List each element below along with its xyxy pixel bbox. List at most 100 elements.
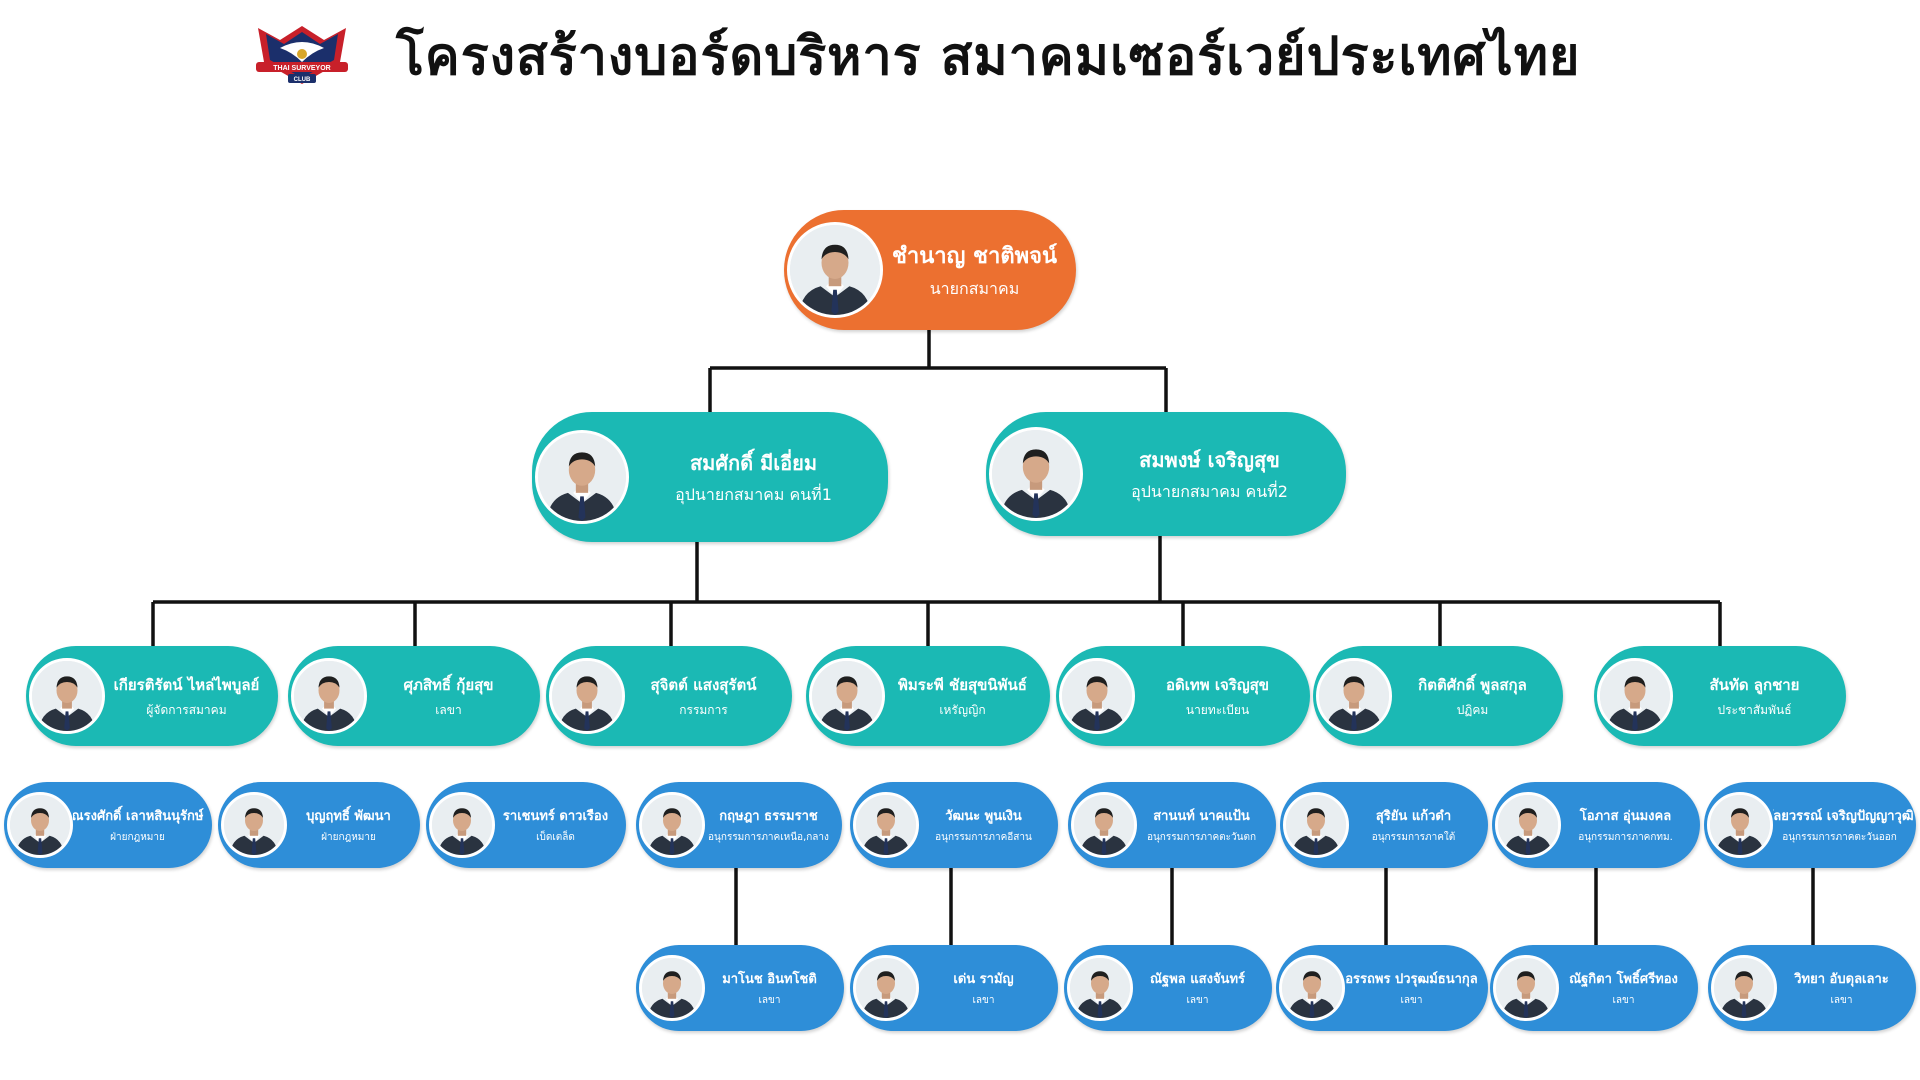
member-role: ประชาสัมพันธ์	[1717, 702, 1792, 717]
org-node-secretary-east[interactable]: วิทยา อับดุลเลาะเลขา	[1708, 945, 1916, 1031]
member-name: สมพงษ์ เจริญสุข	[1139, 447, 1280, 472]
person-photo	[1495, 792, 1561, 858]
person-photo	[1316, 658, 1392, 734]
member-name: สุจิตต์ แสงสุรัตน์	[650, 675, 757, 694]
member-name: ณรงศักดิ์ เลาหสินนุรักษ์	[73, 809, 204, 824]
person-photo	[639, 792, 705, 858]
org-node-secretary-south[interactable]: อรรถพร ปวรุฒม์ธนากุลเลขา	[1276, 945, 1488, 1031]
person-photo	[429, 792, 495, 858]
member-name: ณัฐพล แสงจันทร์	[1149, 972, 1245, 987]
svg-text:THAI SURVEYOR: THAI SURVEYOR	[273, 65, 330, 72]
member-name: เกียรติรัตน์ ไหล่ไพบูลย์	[113, 675, 260, 694]
member-name: อรรถพร ปวรุฒม์ธนากุล	[1345, 972, 1478, 987]
person-photo	[7, 792, 73, 858]
org-node-reception[interactable]: กิตติศักดิ์ พูลสกุลปฏิคม	[1313, 646, 1563, 746]
org-node-region-northeast[interactable]: วัฒนะ พูนเงินอนุกรรมการภาคอีสาน	[850, 782, 1058, 868]
org-node-region-south[interactable]: สุริยัน แก้วดำอนุกรรมการภาคใต้	[1280, 782, 1488, 868]
member-name: อดิเทพ เจริญสุข	[1165, 675, 1270, 694]
member-name: บุญฤทธิ์ พัฒนา	[306, 809, 391, 824]
org-node-secretary-bangkok[interactable]: ณัฐกิตา โพธิ์ศรีทองเลขา	[1490, 945, 1698, 1031]
org-node-manager[interactable]: เกียรติรัตน์ ไหล่ไพบูลย์ผู้จัดการสมาคม	[26, 646, 278, 746]
person-photo	[1597, 658, 1673, 734]
member-name: สุริยัน แก้วดำ	[1375, 809, 1452, 824]
person-photo	[1071, 792, 1137, 858]
person-photo	[787, 222, 883, 318]
page-title: โครงสร้างบอร์ดบริหาร สมาคมเซอร์เวย์ประเท…	[396, 27, 1581, 87]
member-name: กิตติศักดิ์ พูลสกุล	[1418, 675, 1527, 694]
org-node-secretary-north-central[interactable]: มาโนช อินทโชติเลขา	[636, 945, 844, 1031]
org-node-president[interactable]: ชำนาญ ชาติพจน์นายกสมาคม	[784, 210, 1076, 330]
member-name: โอภาส อุ่นมงคล	[1579, 809, 1672, 824]
org-node-miscellaneous[interactable]: ราเชนทร์ ดาวเรืองเบ็ดเตล็ด	[426, 782, 626, 868]
org-node-public-relations[interactable]: สันทัด ลูกชายประชาสัมพันธ์	[1594, 646, 1846, 746]
member-role: นายทะเบียน	[1185, 702, 1250, 717]
member-role: อนุกรรมการภาคเหนือ,กลาง	[708, 832, 829, 843]
org-node-region-north-central[interactable]: กฤษฎา ธรรมราชอนุกรรมการภาคเหนือ,กลาง	[636, 782, 842, 868]
person-photo	[1493, 955, 1559, 1021]
member-role: เลขา	[758, 995, 781, 1006]
member-role: อนุกรรมการภาคตะวันออก	[1782, 832, 1897, 843]
member-name: กัลยวรรณ์ เจริญปัญญาวุฒิ	[1773, 809, 1914, 824]
member-role: ฝ่ายกฎหมาย	[110, 832, 165, 843]
member-role: เลขา	[435, 702, 462, 717]
person-photo	[853, 955, 919, 1021]
member-name: สานนท์ นาคแป้น	[1153, 809, 1250, 824]
member-role: อนุกรรมการภาคใต้	[1371, 832, 1456, 843]
person-photo	[1283, 792, 1349, 858]
member-name: เด่น รามัญ	[953, 972, 1014, 987]
person-photo	[29, 658, 105, 734]
org-node-legal-1[interactable]: ณรงศักดิ์ เลาหสินนุรักษ์ฝ่ายกฎหมาย	[4, 782, 212, 868]
org-node-region-west[interactable]: สานนท์ นาคแป้นอนุกรรมการภาคตะวันตก	[1068, 782, 1276, 868]
org-node-vice-president-1[interactable]: สมศักดิ์ มีเอี่ยมอุปนายกสมาคม คนที่1	[532, 412, 888, 542]
member-name: วัฒนะ พูนเงิน	[945, 809, 1022, 824]
member-role: เลขา	[972, 995, 995, 1006]
person-photo	[809, 658, 885, 734]
org-node-committee[interactable]: สุจิตต์ แสงสุรัตน์กรรมการ	[546, 646, 792, 746]
member-name: ณัฐกิตา โพธิ์ศรีทอง	[1569, 972, 1678, 987]
person-photo	[535, 430, 629, 524]
member-name: มาโนช อินทโชติ	[722, 972, 817, 987]
org-node-region-east[interactable]: กัลยวรรณ์ เจริญปัญญาวุฒิอนุกรรมการภาคตะว…	[1704, 782, 1916, 868]
person-photo	[1067, 955, 1133, 1021]
org-node-secretary[interactable]: ศุภสิทธิ์ กุ้ยสุขเลขา	[288, 646, 540, 746]
member-role: อนุกรรมการภาคตะวันตก	[1146, 832, 1257, 843]
member-role: เหรัญญิก	[939, 702, 986, 717]
member-role: อุปนายกสมาคม คนที่2	[1131, 481, 1288, 501]
person-photo	[639, 955, 705, 1021]
org-node-registrar[interactable]: อดิเทพ เจริญสุขนายทะเบียน	[1056, 646, 1310, 746]
person-photo	[1707, 792, 1773, 858]
member-role: เลขา	[1612, 995, 1635, 1006]
member-role: กรรมการ	[679, 702, 728, 717]
org-node-secretary-northeast[interactable]: เด่น รามัญเลขา	[850, 945, 1058, 1031]
person-photo	[1279, 955, 1345, 1021]
member-role: อนุกรรมการภาคอีสาน	[935, 832, 1032, 843]
member-name: วิทยา อับดุลเลาะ	[1794, 972, 1889, 987]
member-name: พิมระพี ชัยสุขนิพันธ์	[898, 675, 1027, 694]
member-role: ผู้จัดการสมาคม	[146, 702, 227, 717]
person-photo	[291, 658, 367, 734]
member-role: ฝ่ายกฎหมาย	[321, 832, 376, 843]
member-name: สมศักดิ์ มีเอี่ยม	[689, 450, 818, 475]
thai-surveyor-club-logo: THAI SURVEYOR CLUB	[256, 26, 348, 84]
svg-text:CLUB: CLUB	[294, 77, 311, 83]
member-name: สันทัด ลูกชาย	[1709, 675, 1800, 694]
org-node-vice-president-2[interactable]: สมพงษ์ เจริญสุขอุปนายกสมาคม คนที่2	[986, 412, 1346, 536]
org-node-legal-2[interactable]: บุญฤทธิ์ พัฒนาฝ่ายกฎหมาย	[218, 782, 420, 868]
member-role: อุปนายกสมาคม คนที่1	[675, 484, 832, 504]
person-photo	[853, 792, 919, 858]
org-node-treasurer[interactable]: พิมระพี ชัยสุขนิพันธ์เหรัญญิก	[806, 646, 1050, 746]
person-photo	[989, 427, 1083, 521]
org-node-region-bangkok[interactable]: โอภาส อุ่นมงคลอนุกรรมการภาคกทม.	[1492, 782, 1700, 868]
person-photo	[1711, 955, 1777, 1021]
member-role: เลขา	[1830, 995, 1853, 1006]
member-role: เบ็ดเตล็ด	[536, 832, 575, 843]
member-role: ปฏิคม	[1456, 702, 1489, 717]
org-node-secretary-west[interactable]: ณัฐพล แสงจันทร์เลขา	[1064, 945, 1272, 1031]
member-name: ราเชนทร์ ดาวเรือง	[502, 809, 609, 824]
member-role: นายกสมาคม	[929, 279, 1020, 298]
person-photo	[1059, 658, 1135, 734]
member-role: เลขา	[1400, 995, 1423, 1006]
member-name: ชำนาญ ชาติพจน์	[891, 244, 1058, 269]
